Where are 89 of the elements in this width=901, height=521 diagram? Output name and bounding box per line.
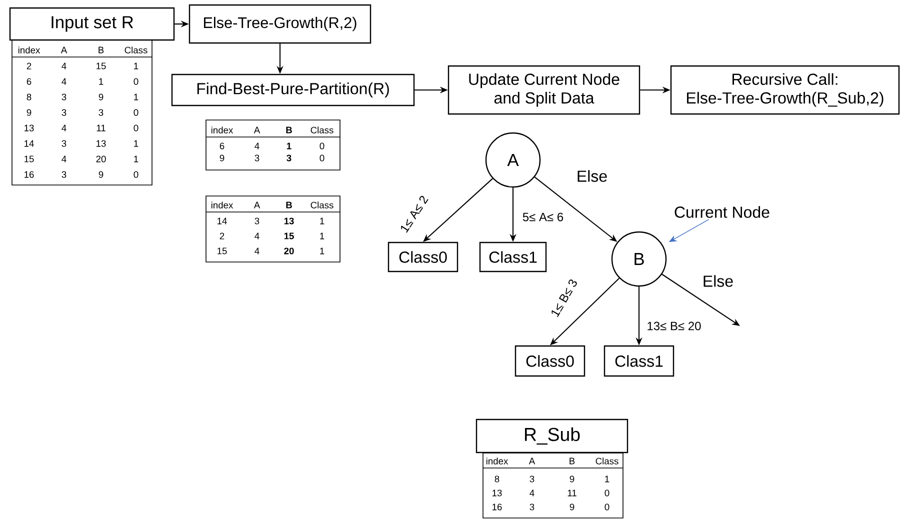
table-value: 4 [254, 232, 260, 240]
table-value: 3 [62, 140, 66, 147]
table-value: 3 [286, 154, 292, 162]
table-value: 3 [530, 476, 534, 482]
table-value: 8 [26, 94, 32, 100]
table-value: 13 [492, 490, 502, 496]
table-value: 11 [568, 490, 576, 496]
table-value: 1 [320, 248, 324, 254]
table-value: 3 [254, 218, 260, 224]
edge-label: Else [701, 274, 735, 288]
table-value: 13 [284, 218, 294, 224]
table-value: 3 [62, 94, 66, 100]
edge-label: 13≤ B≤ 20 [645, 320, 703, 332]
table-value: 3 [98, 109, 104, 116]
column-header: index [211, 202, 234, 208]
table-value: 1 [605, 476, 610, 482]
table-value: 16 [24, 171, 34, 178]
table-value: 3 [530, 504, 534, 510]
table-value: 4 [62, 156, 66, 162]
table-value: 2 [26, 62, 32, 70]
table-value: 1 [320, 218, 324, 224]
process-box: Find-Best-Pure-Partition(R) [171, 74, 415, 106]
edge-label: 1≤ A≤ 2 [397, 192, 431, 236]
table-value: 4 [530, 490, 534, 496]
table-value: 15 [24, 156, 34, 162]
process-box: Else-Tree-Growth(R,2) [188, 4, 372, 44]
table-value: 6 [26, 78, 32, 85]
table-value: 0 [134, 109, 138, 116]
process-box: R_Sub [476, 418, 628, 454]
table-value: 9 [570, 504, 574, 510]
table-value: 9 [26, 109, 32, 116]
table-value: 16 [492, 504, 502, 510]
table-value: 0 [134, 78, 138, 85]
table-value: 1 [134, 140, 138, 147]
column-header: index [211, 126, 234, 134]
process-box: Recursive Call: Else-Tree-Growth(R_Sub,2) [670, 65, 900, 115]
table-value: 1 [134, 156, 138, 162]
edge-label: Else [575, 168, 609, 184]
table-value: 9 [98, 171, 104, 178]
table-value: 1 [99, 78, 104, 85]
table-value: 20 [284, 248, 294, 254]
edge-label: 1≤ B≤ 3 [548, 276, 580, 320]
table-value: 0 [134, 171, 138, 178]
table-value: 0 [320, 154, 324, 162]
table-value: 11 [96, 124, 106, 132]
column-header: Class [310, 126, 334, 134]
table-value: 4 [62, 78, 66, 85]
table-value: 0 [604, 490, 610, 496]
table-value: 1 [320, 232, 324, 240]
process-box: Class0 [514, 345, 586, 377]
column-header: Class [310, 202, 334, 208]
process-box: Update Current Node and Split Data [448, 65, 640, 115]
table-value: 0 [320, 142, 324, 150]
table-value: 13 [96, 140, 106, 147]
table-value: 15 [96, 62, 106, 70]
table-value: 1 [134, 62, 138, 70]
table-value: 15 [284, 232, 294, 240]
table-value: 3 [62, 109, 66, 116]
table-value: 2 [220, 232, 224, 240]
table-value: 4 [62, 124, 66, 132]
edge-label: 5≤ A≤ 6 [521, 211, 565, 223]
process-box: Class1 [479, 242, 547, 272]
table-value: 3 [62, 171, 66, 178]
column-header: B [286, 202, 292, 208]
table-value: 4 [254, 248, 260, 254]
table-value: 0 [604, 504, 610, 510]
table-value: 0 [134, 124, 138, 132]
process-box: Input set R [9, 7, 175, 41]
table-value: 3 [254, 154, 260, 162]
table-value: 4 [62, 62, 66, 70]
column-header: A [254, 202, 260, 208]
table-value: 1 [134, 94, 138, 100]
table-value: 14 [218, 218, 227, 224]
table-value: 9 [220, 154, 224, 162]
table-value: 9 [98, 94, 104, 100]
process-box: Class1 [604, 345, 674, 377]
column-header: B [286, 126, 292, 134]
table-value: 15 [218, 248, 227, 254]
table-value: 20 [96, 156, 106, 162]
table-value: 14 [24, 140, 34, 147]
table-value: 4 [254, 142, 260, 150]
table-value: 6 [220, 142, 224, 150]
process-box: Class0 [388, 242, 458, 272]
table-value: 9 [570, 476, 574, 482]
column-header: A [254, 126, 260, 134]
table-value: 1 [287, 142, 292, 150]
annotation-text: Current Node [674, 206, 770, 218]
table-value: 8 [494, 476, 500, 482]
table-value: 13 [24, 124, 34, 132]
